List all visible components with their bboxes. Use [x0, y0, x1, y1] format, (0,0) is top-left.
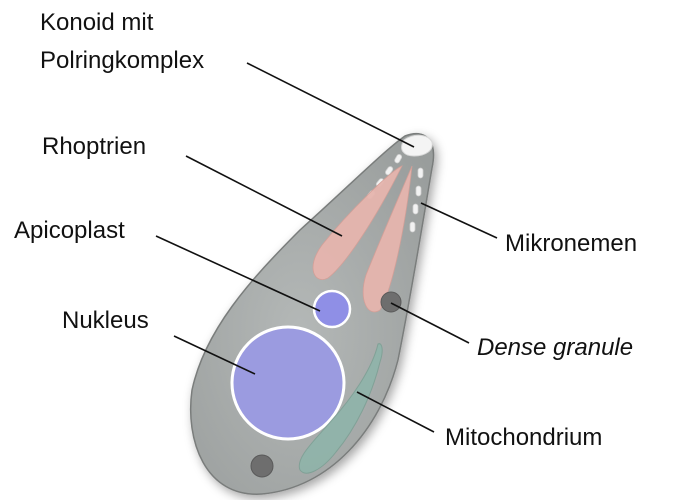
label-konoid-line2: Polringkomplex — [40, 46, 204, 76]
label-nukleus: Nukleus — [62, 306, 149, 336]
cell-body — [191, 134, 434, 495]
nucleus — [232, 327, 344, 439]
label-apicoplast: Apicoplast — [14, 216, 125, 246]
leader-rhoptrien — [186, 156, 342, 236]
label-mikronemen: Mikronemen — [505, 229, 637, 259]
leader-mikronemen — [421, 203, 497, 238]
leader-konoid — [247, 63, 414, 147]
dense-granule-upper — [381, 292, 401, 312]
label-dense-granule: Dense granule — [477, 333, 633, 363]
dense-granule-lower — [251, 455, 273, 477]
label-mitochondrium: Mitochondrium — [445, 423, 602, 453]
apicoplast — [314, 291, 350, 327]
label-konoid-line1: Konoid mit — [40, 8, 153, 38]
label-rhoptrien: Rhoptrien — [42, 132, 146, 162]
conoid — [402, 135, 433, 156]
